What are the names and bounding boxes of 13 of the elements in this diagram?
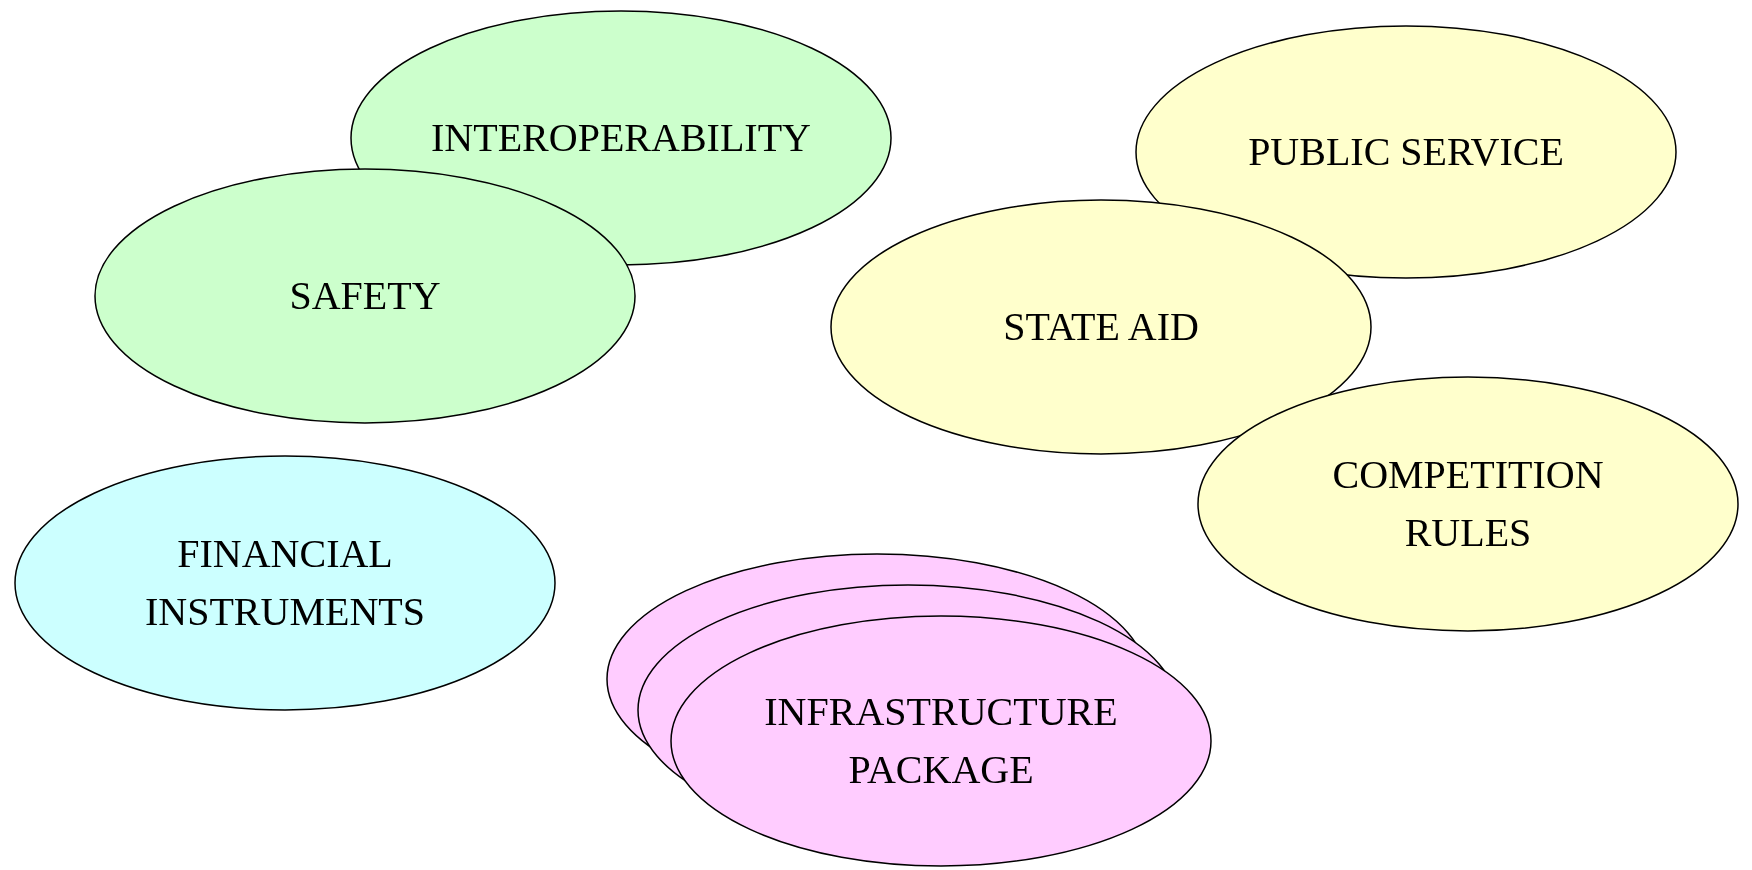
topic-label: INFRASTRUCTURE PACKAGE [763,688,1119,794]
stacked-ellipses [606,553,1212,867]
topic-ellipse [1197,376,1739,632]
topic-label: STATE AID [1002,303,1200,351]
topic-ellipse [14,455,556,711]
topic-ellipse [830,199,1372,455]
topic-label: INTEROPERABILITY [430,114,812,162]
topic-ellipse [1135,25,1677,279]
topic-label: SAFETY [288,272,442,320]
topic-label: COMPETITION RULES [1331,451,1605,557]
topic-label: PUBLIC SERVICE [1247,128,1565,176]
topic-ellipse [94,168,636,424]
topic-label: FINANCIAL INSTRUMENTS [144,530,426,636]
